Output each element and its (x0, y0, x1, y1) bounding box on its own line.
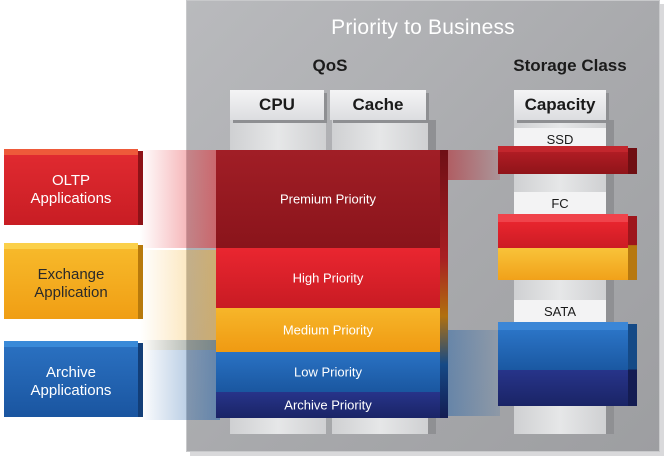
sata-block-side (628, 324, 637, 406)
fc-block-side (628, 216, 637, 280)
cache-column-header: Cache (330, 90, 426, 120)
exchange-app-top (4, 243, 138, 249)
archive-app-top (4, 341, 138, 347)
premium-connector (448, 150, 500, 180)
oltp-line1: OLTP (51, 172, 91, 189)
archive-priority-band: Archive Priority (216, 392, 440, 418)
sata-tier-label: SATA (514, 300, 606, 324)
low-connector (448, 330, 500, 416)
archive-line1: Archive (45, 364, 97, 381)
oltp-beam (140, 150, 220, 248)
oltp-app-top (4, 149, 138, 155)
sata-block-top (498, 322, 628, 330)
oltp-app-side (138, 151, 143, 225)
archive-app-side (138, 343, 143, 417)
archive-priority-label: Archive Priority (284, 397, 372, 413)
medium-priority-band: Medium Priority (216, 308, 440, 352)
ssd-block-side (628, 148, 637, 174)
oltp-applications-block: OLTP Applications (4, 155, 138, 225)
exchange-application-block: Exchange Application (4, 249, 138, 319)
high-priority-label: High Priority (292, 270, 364, 286)
premium-priority-label: Premium Priority (279, 191, 377, 207)
diagram-title: Priority to Business (331, 16, 515, 39)
ssd-block (498, 152, 628, 174)
premium-priority-band: Premium Priority (216, 150, 440, 248)
high-priority-band: High Priority (216, 248, 440, 308)
sata-archive-block (498, 370, 628, 406)
fc-tier-label: FC (514, 192, 606, 216)
exchange-line1: Exchange (37, 266, 105, 283)
capacity-column-header: Capacity (514, 90, 606, 120)
priority-bands-side (440, 150, 448, 418)
archive-line2: Applications (30, 382, 112, 399)
fc-high-block (498, 222, 628, 248)
ssd-block-top (498, 146, 628, 154)
qos-group-label: QoS (312, 56, 348, 75)
low-priority-label: Low Priority (294, 364, 362, 380)
fc-block-top (498, 214, 628, 222)
archive-beam (140, 340, 220, 420)
exchange-beam (140, 250, 220, 350)
storage-class-label: Storage Class (513, 56, 627, 75)
fc-medium-block (498, 248, 628, 280)
cpu-column-header: CPU (230, 90, 324, 120)
sata-low-block (498, 330, 628, 370)
exchange-line2: Application (34, 284, 108, 301)
exchange-app-side (138, 245, 143, 319)
archive-applications-block: Archive Applications (4, 347, 138, 417)
oltp-line2: Applications (30, 190, 112, 207)
low-priority-band: Low Priority (216, 352, 440, 392)
medium-priority-label: Medium Priority (282, 322, 374, 338)
